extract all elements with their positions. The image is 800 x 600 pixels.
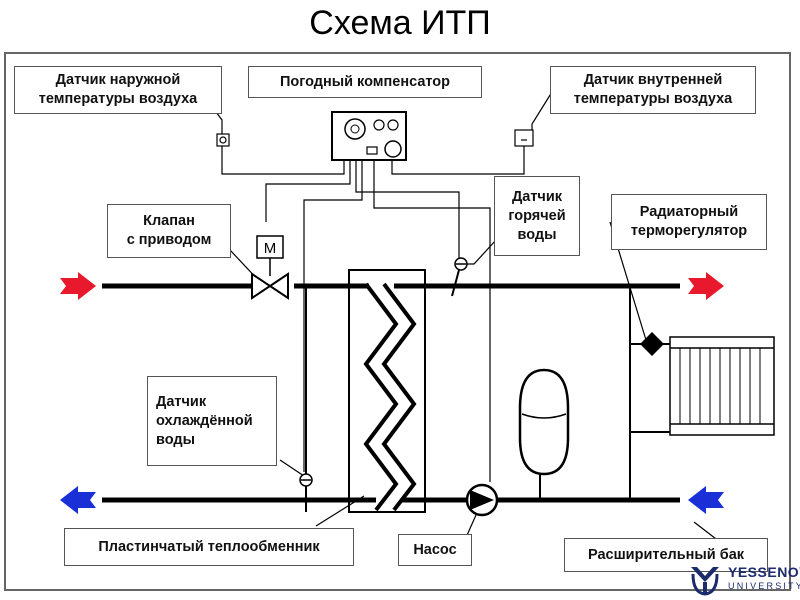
university-logo-sub: UNIVERSITY [728, 581, 800, 591]
pump-symbol [465, 483, 499, 517]
exchanger-zigzag [363, 282, 417, 512]
weather-compensator-unit [331, 111, 407, 161]
university-logo-mark [691, 567, 719, 596]
university-logo-name: YESSENOV [728, 564, 800, 580]
university-logo: YESSENOV UNIVERSITY [686, 562, 800, 598]
label-indoor-sensor: Датчик внутренней температуры воздуха [550, 66, 756, 114]
page-title: Схема ИТП [309, 4, 491, 42]
label-cooled-water-sensor: Датчик охлаждённой воды [147, 376, 277, 466]
return-out-arrow [60, 486, 96, 514]
supply-out-arrow [688, 272, 724, 300]
label-outdoor-sensor: Датчик наружной температуры воздуха [14, 66, 222, 114]
cooled-water-sensor-symbol [299, 473, 313, 487]
label-valve: Клапан с приводом [107, 204, 231, 258]
label-plate-exchanger: Пластинчатый теплообменник [64, 528, 354, 566]
radiator-symbol [669, 336, 775, 436]
itp-diagram: M [4, 52, 791, 591]
valve-with-actuator: M [251, 235, 289, 300]
label-expansion-tank: Расширительный бак [564, 538, 768, 572]
label-pump: Насос [398, 534, 472, 566]
diagram-border [4, 52, 791, 591]
label-weather-compensator: Погодный компенсатор [248, 66, 482, 98]
label-radiator-regulator: Радиаторный терморегулятор [611, 194, 767, 250]
supply-arrows [60, 272, 724, 300]
pipes [102, 283, 680, 503]
expansion-tank-symbol [518, 368, 570, 476]
label-hot-water-sensor: Датчик горячей воды [494, 176, 580, 256]
supply-in-arrow [60, 272, 96, 300]
radiator-regulator-symbol [640, 332, 664, 356]
return-arrows [60, 486, 724, 514]
return-in-arrow [688, 486, 724, 514]
control-wires [215, 91, 721, 543]
valve-actuator-letter: M [264, 240, 277, 257]
hot-water-sensor-symbol [454, 257, 468, 271]
